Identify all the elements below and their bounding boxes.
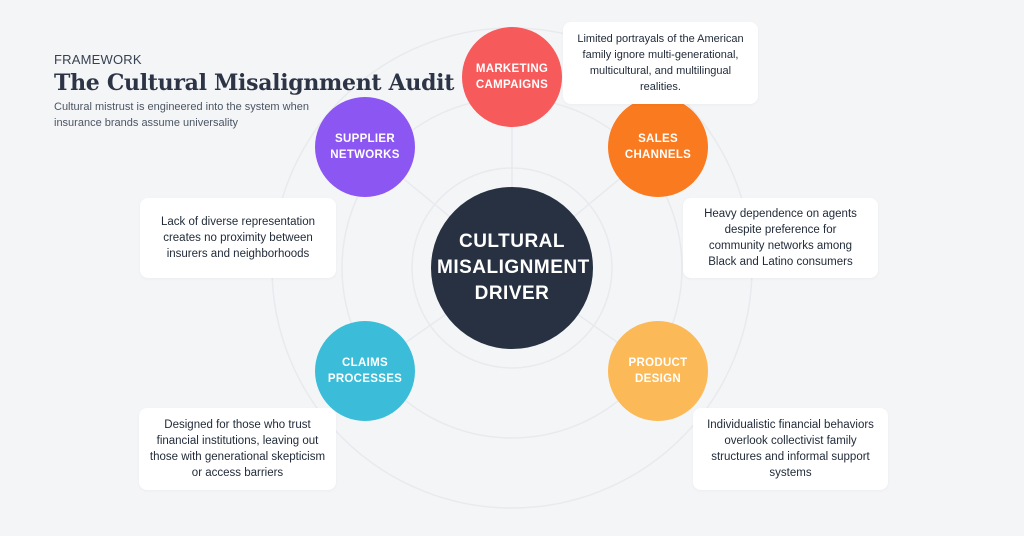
node-marketing-campaigns: MARKETING CAMPAIGNS	[462, 27, 562, 127]
page-title: The Cultural Misalignment Audit	[54, 70, 455, 96]
description-text: Limited portrayals of the American famil…	[577, 33, 744, 93]
eyebrow: FRAMEWORK	[54, 52, 142, 67]
center-label: CULTURAL MISALIGNMENT DRIVER	[437, 231, 590, 304]
node-label: PRODUCT DESIGN	[628, 357, 688, 385]
description-marketing: Limited portrayals of the American famil…	[563, 22, 758, 104]
page-subtitle: Cultural mistrust is engineered into the…	[54, 101, 309, 129]
description-text: Heavy dependence on agents despite prefe…	[704, 208, 857, 268]
node-label: SUPPLIER NETWORKS	[330, 133, 400, 161]
description-text: Individualistic financial behaviors over…	[707, 419, 874, 479]
node-label: MARKETING CAMPAIGNS	[475, 63, 549, 91]
node-supplier-networks: SUPPLIER NETWORKS	[315, 97, 415, 197]
node-sales-channels: SALES CHANNELS	[608, 97, 708, 197]
description-text: Lack of diverse representation creates n…	[160, 216, 316, 260]
description-text: Designed for those who trust financial i…	[149, 419, 326, 479]
description-sales: Heavy dependence on agents despite prefe…	[683, 198, 878, 278]
header: FRAMEWORK The Cultural Misalignment Audi…	[54, 52, 454, 131]
description-claims: Designed for those who trust financial i…	[139, 408, 336, 490]
description-supplier: Lack of diverse representation creates n…	[140, 198, 336, 278]
center-node: CULTURAL MISALIGNMENT DRIVER	[431, 187, 593, 349]
node-label: SALES CHANNELS	[624, 133, 692, 161]
description-product: Individualistic financial behaviors over…	[693, 408, 888, 490]
node-product-design: PRODUCT DESIGN	[608, 321, 708, 421]
node-claims-processes: CLAIMS PROCESSES	[315, 321, 415, 421]
node-label: CLAIMS PROCESSES	[327, 357, 403, 385]
